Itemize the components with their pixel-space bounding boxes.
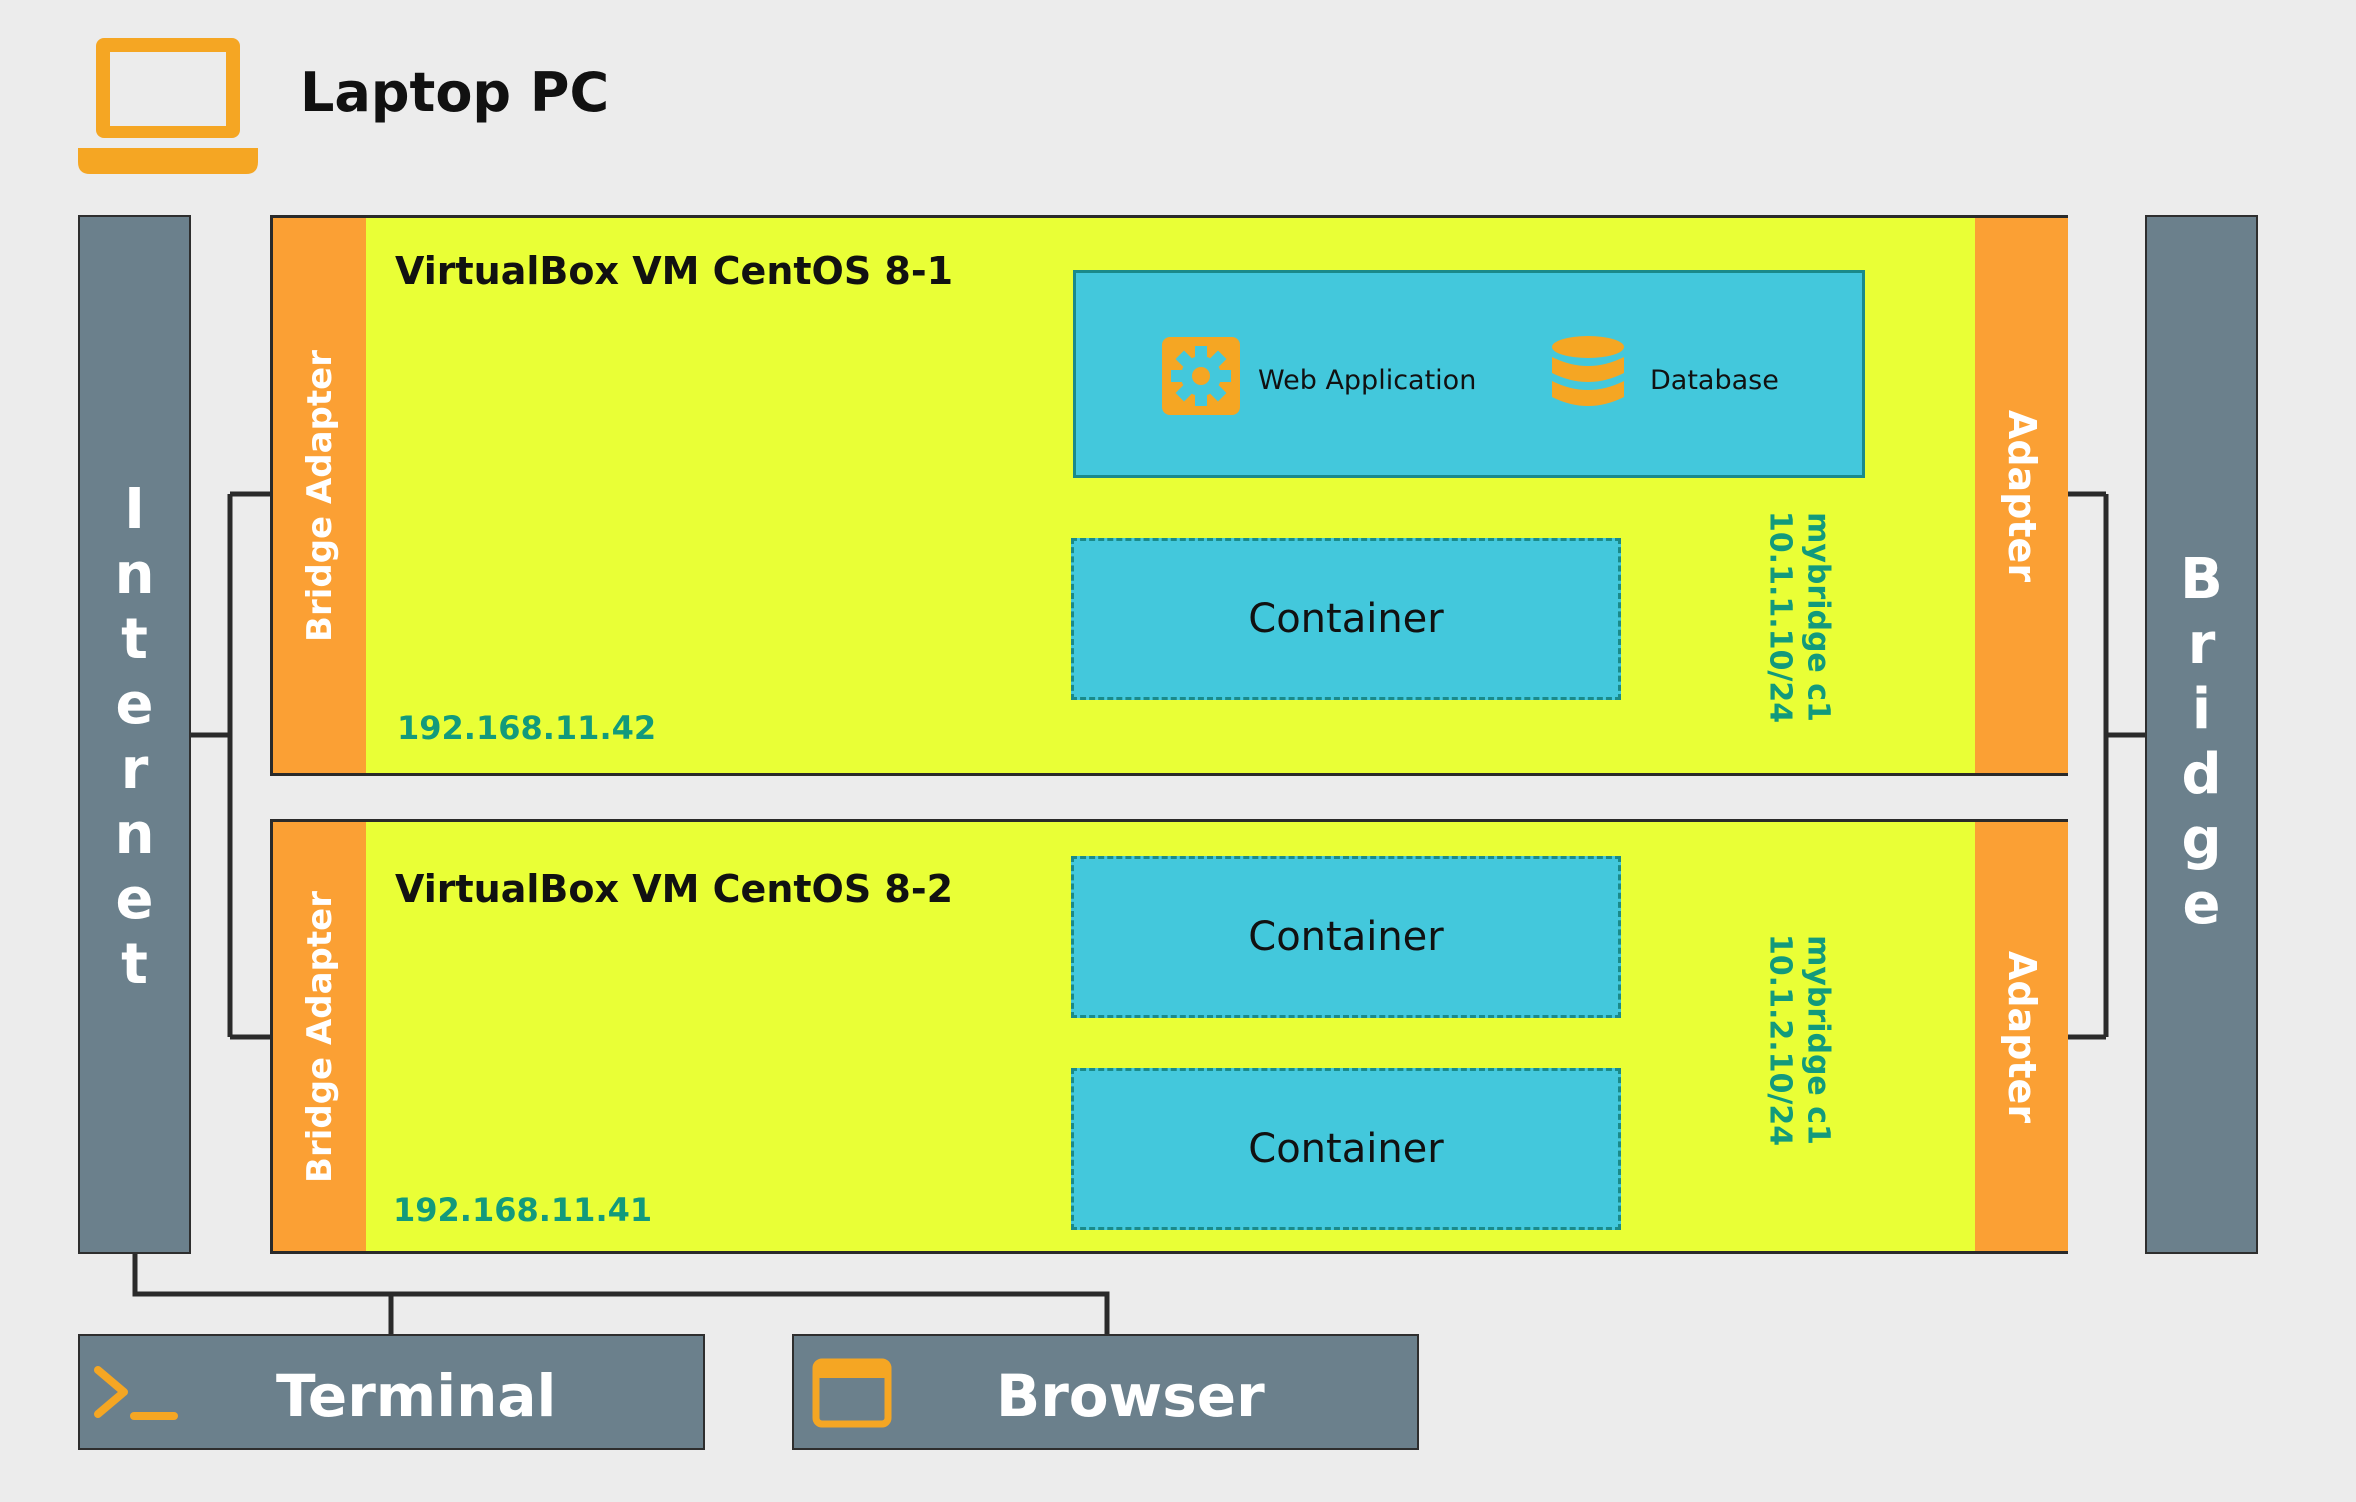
- letter: i: [2191, 677, 2212, 742]
- vm2-mybridge-name: mybridge c1: [1800, 935, 1836, 1145]
- vm2-mybridge-label: mybridge c1 10.1.2.10/24: [1762, 934, 1837, 1146]
- vm1-bridge-adapter: Bridge Adapter: [273, 218, 366, 773]
- vm2-bridge-adapter-label: Bridge Adapter: [299, 890, 340, 1183]
- vm2-mybridge-subnet: 10.1.2.10/24: [1763, 933, 1798, 1147]
- vm1-mybridge-label: mybridge c1 10.1.1.10/24: [1762, 511, 1837, 723]
- vm2-adapter-label: Adapter: [1999, 950, 2044, 1123]
- terminal-label: Terminal: [276, 1362, 557, 1430]
- vm2-bridge-adapter: Bridge Adapter: [273, 822, 366, 1251]
- letter: d: [2181, 742, 2222, 807]
- letter: t: [121, 607, 148, 672]
- vm1-adapter-label: Adapter: [1999, 409, 2044, 582]
- database-icon: [1550, 335, 1626, 419]
- letter: r: [2187, 612, 2216, 677]
- vm1-ip: 192.168.11.42: [397, 709, 657, 747]
- page-title: Laptop PC: [300, 61, 610, 124]
- vm1-mybridge-subnet: 10.1.1.10/24: [1763, 510, 1798, 724]
- database-label: Database: [1650, 365, 1779, 396]
- letter: n: [114, 802, 155, 867]
- web-application-label: Web Application: [1258, 365, 1477, 396]
- vm1-bridge-adapter-label: Bridge Adapter: [299, 349, 340, 642]
- browser-box[interactable]: Browser: [792, 1334, 1419, 1450]
- letter: n: [114, 542, 155, 607]
- vm1-app-box: Web Application Database: [1073, 270, 1865, 478]
- vm2-ip: 192.168.11.41: [393, 1191, 653, 1229]
- browser-window-icon: [812, 1358, 892, 1428]
- vm-centos-8-2: Bridge Adapter Adapter VirtualBox VM Cen…: [270, 819, 2068, 1254]
- vm1-mybridge-name: mybridge c1: [1800, 512, 1836, 722]
- letter: e: [115, 672, 154, 737]
- vm1-container: Container: [1071, 538, 1621, 700]
- letter: r: [120, 737, 149, 802]
- letter: B: [2180, 547, 2223, 612]
- vm1-title: VirtualBox VM CentOS 8-1: [395, 249, 954, 293]
- vm2-title: VirtualBox VM CentOS 8-2: [395, 867, 954, 911]
- gear-icon: [1160, 335, 1242, 417]
- terminal-icon: [92, 1364, 178, 1424]
- laptop-icon: [78, 32, 258, 176]
- vm2-container-1: Container: [1071, 856, 1621, 1018]
- vm-centos-8-1: Bridge Adapter Adapter VirtualBox VM Cen…: [270, 215, 2068, 776]
- browser-label: Browser: [996, 1362, 1265, 1430]
- internet-to-tools: [132, 1254, 1110, 1334]
- letter: e: [2182, 872, 2221, 937]
- terminal-box[interactable]: Terminal: [78, 1334, 705, 1450]
- letter: g: [2181, 807, 2222, 872]
- vm2-container-2: Container: [1071, 1068, 1621, 1230]
- vm2-adapter: Adapter: [1975, 822, 2068, 1251]
- vm1-adapter: Adapter: [1975, 218, 2068, 773]
- letter: t: [121, 932, 148, 997]
- letter: e: [115, 867, 154, 932]
- letter: I: [124, 477, 145, 542]
